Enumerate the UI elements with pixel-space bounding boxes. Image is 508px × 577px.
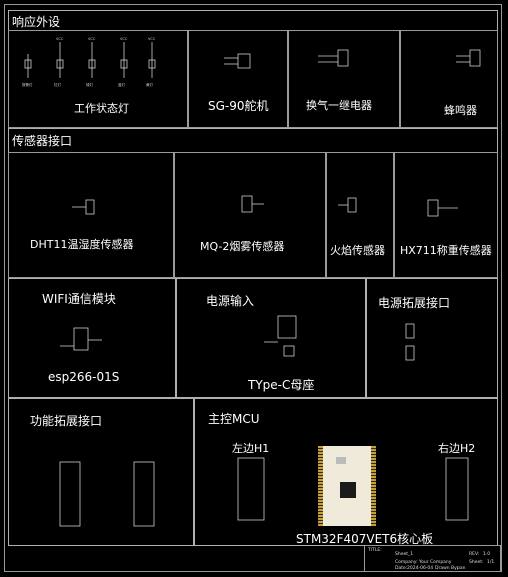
company-value: Your Company [419, 560, 452, 565]
region-power-ext [366, 278, 498, 398]
power-ext-schematic [405, 323, 415, 361]
panel-dht11 [8, 152, 174, 278]
panel-buzzer [400, 30, 498, 128]
sheet-label: Sheet: [469, 560, 484, 565]
svg-text:蓝灯: 蓝灯 [118, 82, 125, 87]
title-power-ext: 电源拓展接口 [378, 296, 451, 310]
caption-relay: 换气一继电器 [306, 99, 372, 112]
svg-text:VCC: VCC [56, 37, 64, 41]
title-value: Sheet_1 [395, 552, 414, 557]
date-label: Date: [395, 566, 408, 571]
mcu-header-schematic [237, 457, 469, 521]
sheet-value: 1/1 [487, 560, 495, 565]
caption-right-h2: 右边H2 [438, 442, 476, 455]
caption-flame: 火焰传感器 [330, 244, 385, 257]
region-func-ext [8, 398, 194, 546]
caption-esp: esp266-01S [48, 370, 120, 384]
buzzer-schematic [456, 49, 481, 67]
svg-text:绿灯: 绿灯 [86, 82, 93, 87]
led-circuit-schematic: VCC VCC VCC VCC 报警灯 红灯 绿灯 蓝灯 黄灯 [22, 37, 156, 87]
title-mcu: 主控MCU [208, 412, 260, 426]
panel-status-led [8, 30, 188, 128]
date-value: 2024-06-04 [407, 566, 434, 571]
region-power-in [176, 278, 366, 398]
caption-buzzer: 蜂鸣器 [444, 104, 477, 117]
svg-text:VCC: VCC [120, 37, 128, 41]
dht11-schematic [72, 199, 95, 215]
typec-schematic [264, 315, 297, 357]
svg-text:报警灯: 报警灯 [22, 82, 33, 87]
caption-status-led: 工作状态灯 [74, 102, 129, 115]
caption-dht11: DHT11温湿度传感器 [30, 238, 134, 251]
rev-value: 1.0 [483, 552, 491, 557]
svg-text:红灯: 红灯 [54, 82, 61, 87]
title-wifi: WIFI通信模块 [42, 292, 116, 306]
esp-schematic [60, 327, 102, 351]
caption-hx711: HX711称重传感器 [400, 244, 492, 257]
caption-core: STM32F407VET6核心板 [296, 532, 434, 546]
drawn-value: pan [457, 566, 466, 571]
panel-flame [326, 152, 394, 278]
svg-text:VCC: VCC [148, 37, 156, 41]
caption-mq2: MQ-2烟雾传感器 [200, 240, 285, 253]
panel-hx711 [394, 152, 498, 278]
company-label: Company: [395, 560, 418, 565]
mcu-chip [340, 482, 356, 498]
caption-servo: SG-90舵机 [208, 99, 269, 113]
title-power-in: 电源输入 [206, 294, 255, 308]
hx711-schematic [427, 199, 458, 217]
flame-schematic [338, 197, 357, 213]
board-pins-right [371, 446, 376, 526]
title-func-ext: 功能拓展接口 [30, 414, 103, 428]
board-pins-left [318, 446, 323, 526]
rev-label: REV: [469, 552, 480, 557]
panel-servo [188, 30, 288, 128]
relay-schematic [318, 49, 349, 67]
svg-text:黄灯: 黄灯 [146, 82, 153, 87]
servo-schematic [224, 53, 251, 69]
mq2-schematic [241, 195, 264, 213]
region-mcu [194, 398, 498, 546]
caption-typec: TYpe-C母座 [248, 378, 315, 392]
drawn-label: Drawn By: [435, 566, 458, 571]
title-peripherals: 响应外设 [12, 15, 61, 29]
panel-mq2 [174, 152, 326, 278]
svg-text:VCC: VCC [88, 37, 96, 41]
title-block: TITLE: Sheet_1 REV: 1.0 Company: Your Co… [364, 545, 501, 572]
caption-left-h1: 左边H1 [232, 442, 270, 455]
usb-port [336, 457, 346, 464]
schematic-sheet [4, 4, 502, 572]
region-wifi [8, 278, 176, 398]
title-label: TITLE: [368, 548, 382, 553]
title-sensors: 传感器接口 [12, 134, 73, 148]
func-ext-schematic [59, 461, 155, 527]
panel-relay [288, 30, 400, 128]
